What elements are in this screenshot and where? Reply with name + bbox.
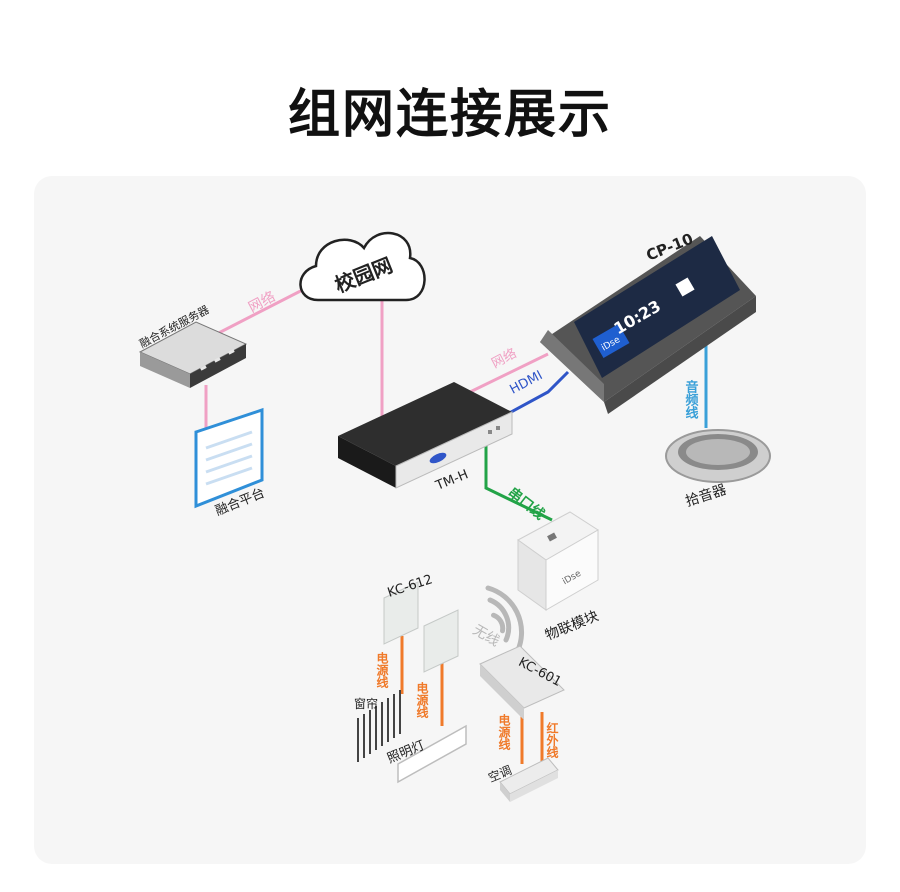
tm-h-host: TM-H xyxy=(338,382,513,494)
power-label-3: 电源线 xyxy=(497,713,511,751)
curtain-label: 窗帘 xyxy=(354,696,378,711)
power-label-2: 电源线 xyxy=(415,681,429,719)
page-title: 组网连接展示 xyxy=(287,85,612,145)
fusion-server: 融合系统服务器 xyxy=(137,302,248,388)
kc-612-panel: KC-612 xyxy=(383,572,459,673)
cp10-screen-card xyxy=(592,323,630,359)
lighting-device: 照明灯 xyxy=(385,724,467,784)
mic-label: 拾音器 xyxy=(683,481,728,510)
audio-label: 音频线 xyxy=(683,379,699,420)
serial-line xyxy=(484,436,553,522)
tmh-label: TM-H xyxy=(433,467,471,494)
curtain-device: 窗帘 xyxy=(354,690,401,762)
power-label-1: 电源线 xyxy=(375,651,389,689)
cp-10-terminal: iDse 10:23 CP-10 xyxy=(540,230,756,414)
network-line-tmh-cp10 xyxy=(469,352,549,394)
iot-label: 物联模块 xyxy=(543,608,601,644)
pickup-microphone: 拾音器 xyxy=(665,429,771,510)
iot-module: iDse 物联模块 xyxy=(517,511,601,644)
kc-601-controller: KC-601 xyxy=(479,645,565,720)
air-conditioner-device: 空调 xyxy=(486,757,559,802)
wireless-label: 无线 xyxy=(470,622,502,650)
net-label-cp10: 网络 xyxy=(489,345,519,371)
hdmi-line xyxy=(499,370,570,420)
serial-label: 串口线 xyxy=(505,484,549,523)
fusion-platform: 融合平台 xyxy=(194,407,267,519)
wireless-icon xyxy=(485,585,525,653)
campus-network-cloud: 校园网 xyxy=(299,231,426,302)
ir-label: 红外线 xyxy=(545,721,559,759)
